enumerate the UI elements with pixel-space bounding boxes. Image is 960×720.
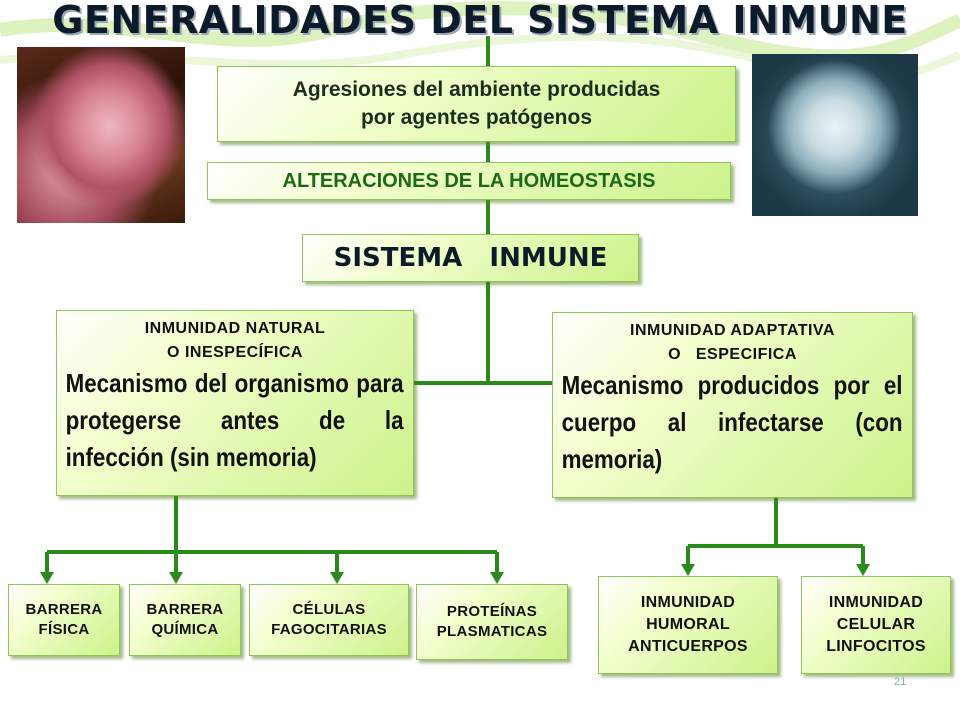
node-adaptativa-description: Mecanismo producidos por el cuerpo al in… — [561, 370, 903, 474]
leaf-barrera-quimica: BARRERA QUÍMICA — [129, 584, 241, 656]
leaf-barrera-fisica-line1: BARRERA — [25, 601, 103, 618]
node-adaptativa-desc-wrap: Mecanismo producidos por el cuerpo al in… — [553, 367, 912, 478]
node-natural-description: Mecanismo del organismo para protegerse … — [65, 368, 404, 472]
lymphocyte-photo — [752, 54, 918, 216]
node-inmunidad-adaptativa: INMUNIDAD ADAPTATIVA O ESPECIFICA Mecani… — [552, 312, 913, 498]
leaf-barrera-quimica-line1: BARRERA — [146, 601, 224, 618]
node-natural-head1: INMUNIDAD NATURAL — [144, 320, 326, 337]
leaf-proteinas-plasmaticas-line2: PLASMATICAS — [436, 623, 548, 640]
page-number: 21 — [894, 676, 907, 688]
leaf-humoral-line1: INMUNIDAD — [640, 594, 736, 611]
leaf-celular-line2: CELULAR — [836, 616, 916, 633]
leaf-celular-line1: INMUNIDAD — [828, 594, 924, 611]
leaf-proteinas-plasmaticas: PROTEÍNAS PLASMATICAS — [416, 584, 568, 660]
node-sistema-inmune: SISTEMA INMUNE — [302, 234, 639, 282]
arrowheads — [40, 564, 870, 584]
connectors — [45, 36, 865, 574]
leaf-humoral-line2: HUMORAL — [646, 616, 730, 633]
leaf-proteinas-plasmaticas-line1: PROTEÍNAS — [446, 603, 538, 620]
page-title: GENERALIDADES DEL SISTEMA INMUNE — [52, 0, 908, 42]
node-agresiones-line1: Agresiones del ambiente producidas — [292, 78, 661, 101]
node-adaptativa-head2: O ESPECIFICA — [668, 346, 797, 363]
node-agresiones-line2: por agentes patógenos — [360, 106, 593, 129]
leaf-inmunidad-humoral: INMUNIDAD HUMORAL ANTICUERPOS — [598, 576, 778, 674]
node-natural-desc-wrap: Mecanismo del organismo para protegerse … — [57, 365, 413, 476]
node-agresiones: Agresiones del ambiente producidas por a… — [217, 66, 736, 142]
leaf-celulas-fagocitarias-line2: FAGOCITARIAS — [271, 621, 387, 638]
node-inmunidad-natural: INMUNIDAD NATURAL O INESPECÍFICA Mecanis… — [56, 310, 414, 496]
node-natural-head2: O INESPECÍFICA — [167, 344, 303, 361]
leaf-celulas-fagocitarias: CÉLULAS FAGOCITARIAS — [249, 584, 409, 656]
node-alteraciones: ALTERACIONES DE LA HOMEOSTASIS — [207, 162, 731, 200]
leaf-inmunidad-celular: INMUNIDAD CELULAR LINFOCITOS — [801, 576, 951, 674]
leaf-celulas-fagocitarias-line1: CÉLULAS — [292, 601, 366, 618]
node-alteraciones-label: ALTERACIONES DE LA HOMEOSTASIS — [282, 169, 656, 192]
leaf-humoral-line3: ANTICUERPOS — [628, 638, 748, 655]
leaf-barrera-fisica-line2: FÍSICA — [38, 621, 90, 638]
macrophage-photo — [17, 47, 185, 223]
node-sistema-inmune-label: SISTEMA INMUNE — [333, 243, 608, 273]
leaf-barrera-fisica: BARRERA FÍSICA — [8, 584, 120, 656]
node-adaptativa-head1: INMUNIDAD ADAPTATIVA — [630, 322, 835, 339]
leaf-barrera-quimica-line2: QUÍMICA — [151, 621, 219, 638]
leaf-celular-line3: LINFOCITOS — [826, 638, 926, 655]
